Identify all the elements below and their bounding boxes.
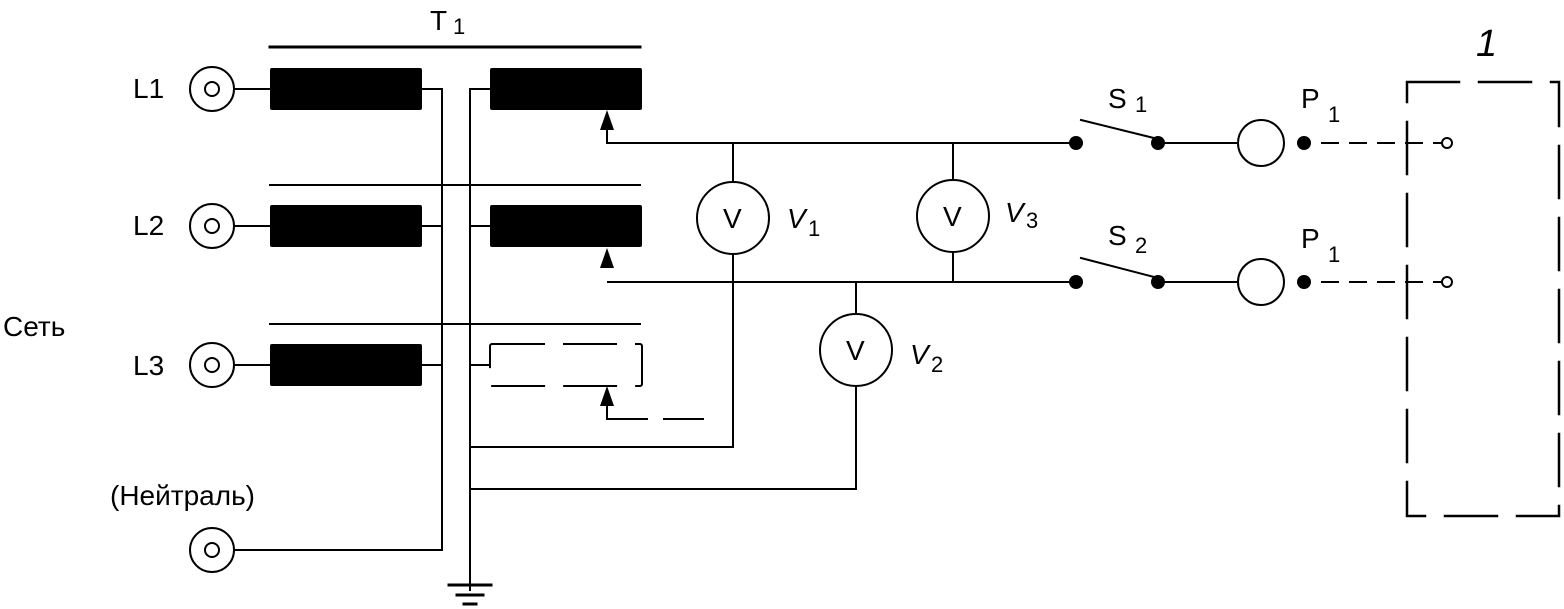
neutral: (Нейтраль) xyxy=(110,480,443,573)
phase-label: L1 xyxy=(133,73,164,104)
device-label: 1 xyxy=(1476,23,1497,65)
terminal-inner-icon xyxy=(204,542,220,558)
probe-icon xyxy=(1237,258,1285,306)
switch-label: S xyxy=(1108,220,1127,251)
primary-winding xyxy=(270,205,422,247)
terminal-icon xyxy=(189,342,235,388)
phase-label: L3 xyxy=(133,350,164,381)
wiper-arrow-icon xyxy=(600,248,614,268)
secondary-winding xyxy=(490,205,642,247)
primary-winding xyxy=(270,68,422,110)
secondary-winding xyxy=(490,68,642,110)
terminal-icon xyxy=(189,527,235,573)
terminal-inner-icon xyxy=(204,218,220,234)
switch-label-sub: 2 xyxy=(1135,233,1147,258)
terminal-icon xyxy=(189,66,235,112)
probe-label: P xyxy=(1301,223,1320,254)
transformer-label: T xyxy=(430,5,447,36)
ground-icon xyxy=(447,583,493,606)
switch-label: S xyxy=(1108,83,1127,114)
probe-p1-bottom: P 1 xyxy=(1237,223,1453,306)
voltmeter-v2: V V 2 xyxy=(819,281,943,387)
secondary-winding-dashed xyxy=(489,343,643,387)
switch-s1: S 1 xyxy=(1069,83,1239,150)
voltmeter-label-sub: 2 xyxy=(931,352,943,377)
phase-label: L2 xyxy=(133,210,164,241)
probe-label-sub: 1 xyxy=(1328,242,1340,267)
probe-icon xyxy=(1237,119,1285,167)
wiper-arrow-icon xyxy=(600,110,614,130)
voltmeter-symbol: V xyxy=(723,203,742,234)
voltmeter-label: V xyxy=(1005,197,1026,228)
phase-l1: L1 xyxy=(133,66,1076,591)
terminal-icon xyxy=(189,203,235,249)
primary-winding xyxy=(270,344,422,386)
voltmeter-label: V xyxy=(787,203,808,234)
device-box xyxy=(1405,80,1561,518)
voltmeter-label-sub: 3 xyxy=(1026,208,1038,233)
switch-label-sub: 1 xyxy=(1135,92,1147,117)
voltmeter-v3: V V 3 xyxy=(916,142,1038,283)
network-label: Сеть xyxy=(3,311,65,342)
switch-s2: S 2 xyxy=(1069,220,1239,289)
phase-l3: L3 xyxy=(133,342,704,420)
terminal-inner-icon xyxy=(204,357,220,373)
voltmeter-label: V xyxy=(910,339,931,370)
probe-p1-top: P 1 xyxy=(1237,83,1453,167)
voltmeter-v1: V V 1 xyxy=(696,181,820,255)
voltmeter-symbol: V xyxy=(943,201,962,232)
voltmeter-symbol: V xyxy=(846,335,865,366)
probe-label: P xyxy=(1301,83,1320,114)
wiper-arrow-icon xyxy=(600,386,614,406)
device-under-test: 1 xyxy=(1405,23,1561,518)
transformer-label-sub: 1 xyxy=(453,14,465,39)
neutral-label: (Нейтраль) xyxy=(110,480,255,511)
phase-l2: L2 xyxy=(133,203,1076,283)
voltmeter-label-sub: 1 xyxy=(808,216,820,241)
terminal-inner-icon xyxy=(204,81,220,97)
probe-label-sub: 1 xyxy=(1328,102,1340,127)
